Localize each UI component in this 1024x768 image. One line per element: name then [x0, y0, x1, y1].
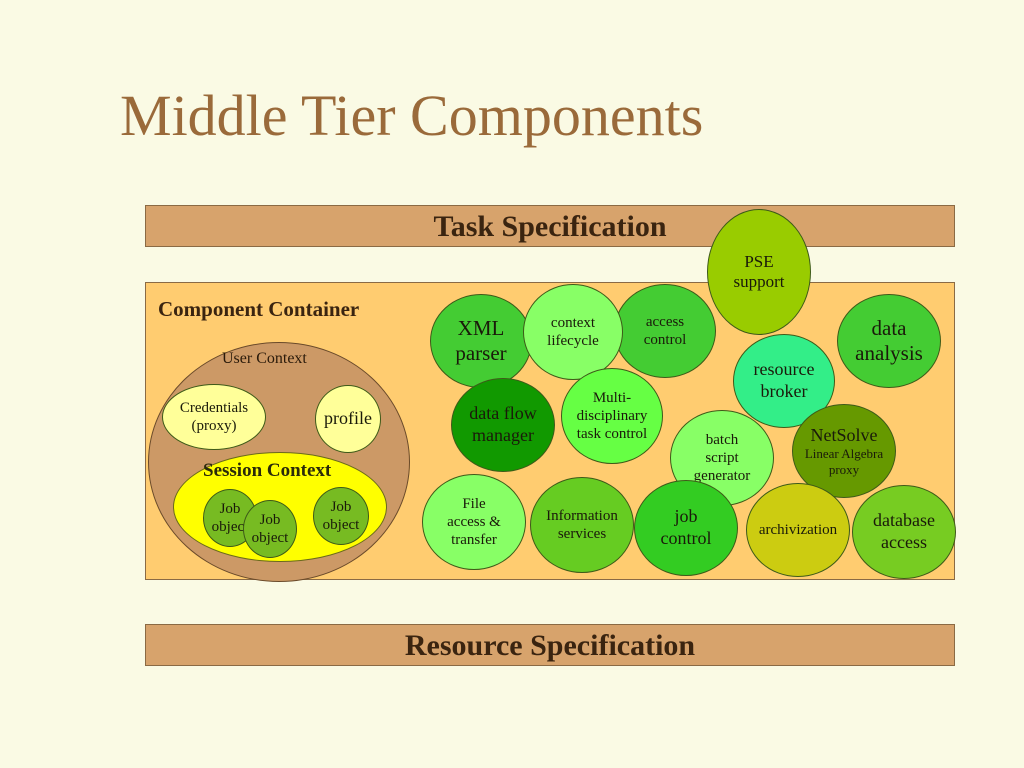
data-analysis-oval: data analysis [837, 294, 941, 388]
job-object-oval-3: Job object [313, 487, 369, 545]
multi-disciplinary-oval: Multi- disciplinary task control [561, 368, 663, 464]
data-flow-manager-line-2: manager [472, 425, 534, 445]
resource-broker-line-1: resource [753, 359, 815, 380]
netsolve-oval: NetSolve Linear Algebra proxy [792, 404, 896, 498]
user-context-label: User Context [222, 350, 307, 367]
job-object-2-line-1: Job [259, 512, 281, 528]
data-flow-manager-line-1: data flow [469, 403, 537, 424]
pse-support-oval: PSE support [707, 209, 811, 335]
job-object-oval-2: Job object [243, 500, 297, 558]
credentials-line-2: (proxy) [191, 418, 237, 434]
context-lifecycle-line-2: lifecycle [547, 333, 599, 349]
job-object-3-line-1: Job [330, 499, 352, 515]
job-control-line-2: control [660, 528, 712, 548]
access-control-line-2: control [643, 332, 687, 348]
file-access-line-2: access & [447, 514, 501, 530]
slide-title: Middle Tier Components [120, 83, 704, 148]
pse-support-line-2: support [733, 272, 785, 291]
batch-script-line-1: batch [705, 432, 739, 448]
xml-parser-line-1: XML [457, 315, 505, 340]
data-analysis-line-2: analysis [855, 341, 923, 365]
xml-parser-oval: XML parser [430, 294, 532, 388]
pse-support-line-1: PSE [744, 251, 774, 271]
job-control-line-1: job [674, 506, 698, 527]
file-access-line-1: File [462, 496, 486, 512]
information-services-line-2: services [557, 526, 607, 542]
credentials-oval: Credentials (proxy) [162, 384, 266, 450]
database-access-line-1: database [873, 510, 935, 531]
context-lifecycle-line-1: context [550, 315, 596, 331]
resource-specification-band: Resource Specification [145, 624, 955, 666]
component-container-title: Component Container [158, 297, 360, 321]
profile-oval: profile [315, 385, 381, 453]
context-lifecycle-oval: context lifecycle [523, 284, 623, 380]
job-object-1-line-1: Job [219, 501, 241, 517]
data-flow-manager-oval: data flow manager [451, 378, 555, 472]
profile-label: profile [324, 408, 372, 429]
database-access-oval: database access [852, 485, 956, 579]
netsolve-line-3: proxy [828, 461, 860, 477]
job-object-1-line-2: object [211, 519, 249, 535]
job-control-oval: job control [634, 480, 738, 576]
multi-disciplinary-line-1: Multi- [592, 390, 632, 406]
xml-parser-line-2: parser [455, 341, 507, 365]
information-services-oval: Information services [530, 477, 634, 573]
resource-broker-line-2: broker [760, 381, 808, 401]
job-object-2-line-2: object [251, 530, 289, 546]
file-access-transfer-oval: File access & transfer [422, 474, 526, 570]
archivization-label: archivization [758, 522, 838, 538]
job-object-3-line-2: object [322, 517, 360, 533]
netsolve-line-2: Linear Algebra [804, 446, 884, 462]
archivization-oval: archivization [746, 483, 850, 577]
multi-disciplinary-line-3: task control [576, 426, 648, 442]
database-access-line-2: access [881, 532, 927, 552]
data-analysis-line-1: data [871, 315, 907, 340]
batch-script-line-2: script [705, 450, 739, 466]
batch-script-line-3: generator [693, 468, 751, 484]
multi-disciplinary-line-2: disciplinary [576, 408, 648, 424]
credentials-line-1: Credentials [179, 400, 249, 416]
access-control-line-1: access [645, 314, 685, 330]
session-context-label: Session Context [203, 460, 332, 481]
file-access-line-3: transfer [451, 532, 497, 548]
information-services-line-1: Information [546, 508, 618, 524]
task-specification-band: Task Specification [145, 205, 955, 247]
netsolve-line-1: NetSolve [810, 424, 878, 445]
batch-script-generator-oval: batch script generator [670, 410, 774, 506]
access-control-oval: access control [614, 284, 716, 378]
